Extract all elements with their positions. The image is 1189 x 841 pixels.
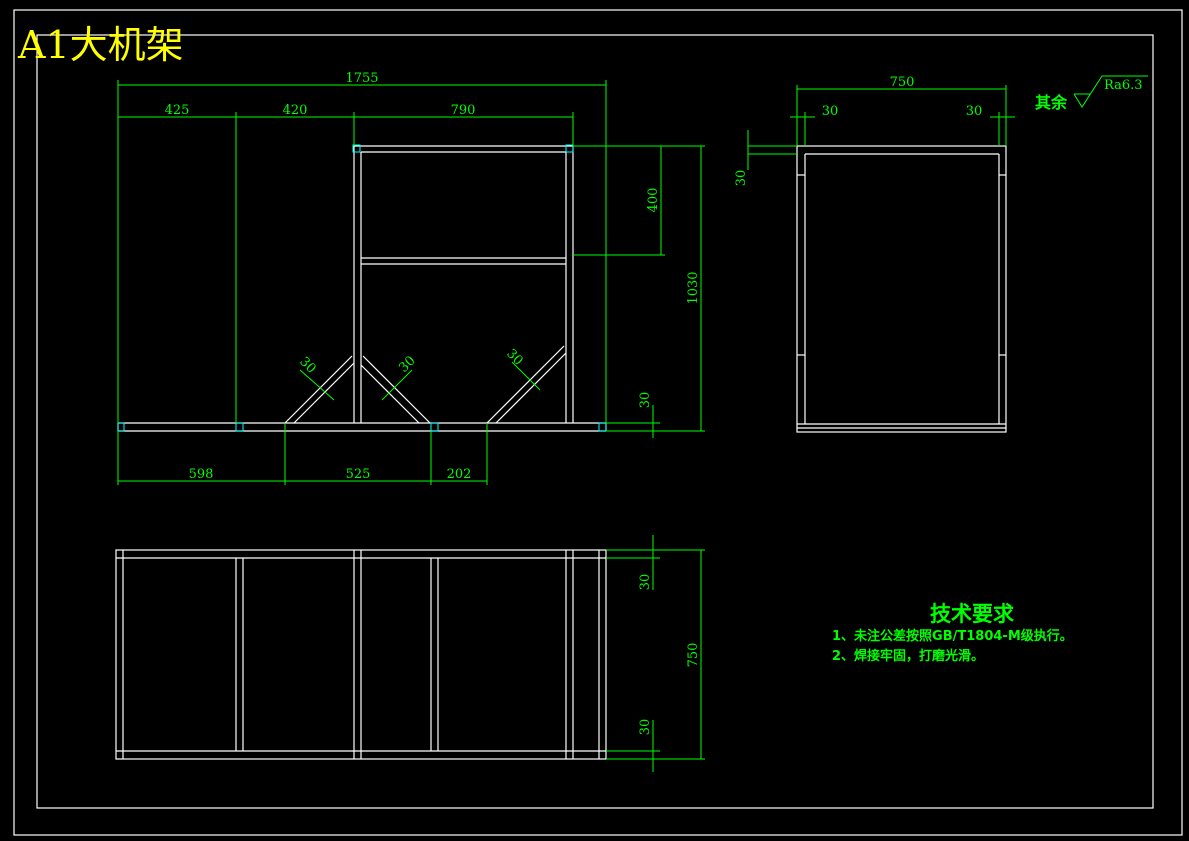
dim-upper-bay: 400	[646, 188, 661, 213]
technical-notes: 技术要求 1、未注公差按照GB/T1804-M级执行。 2、焊接牢固，打磨光滑。	[832, 602, 1073, 664]
joint-marker	[352, 144, 361, 153]
joint-marker	[430, 422, 439, 432]
notes-item-2: 2、焊接牢固，打磨光滑。	[832, 648, 984, 664]
dim-bottom-1: 598	[189, 467, 214, 482]
notes-item-1: 1、未注公差按照GB/T1804-M级执行。	[832, 628, 1073, 644]
dim-brace-1: 30	[296, 354, 318, 376]
dim-top-margin: 30	[638, 574, 653, 591]
joint-marker	[598, 422, 607, 432]
front-view: 1755 425 420 790 400 1030 30 30 30 30 59…	[117, 71, 705, 485]
top-view: 30 750 30	[115, 535, 705, 772]
joint-marker	[565, 144, 574, 153]
roughness-value: Ra6.3	[1104, 78, 1143, 93]
dim-seg-a: 425	[165, 103, 190, 118]
dim-side-top: 30	[734, 170, 749, 187]
dim-base-thickness: 30	[638, 392, 653, 409]
notes-title: 技术要求	[930, 602, 1014, 626]
dim-overall-width: 1755	[345, 71, 378, 86]
dim-seg-c: 790	[451, 103, 476, 118]
outer-border	[13, 9, 1183, 836]
roughness-check-icon	[1073, 75, 1148, 108]
dim-top-depth: 750	[686, 643, 701, 668]
drawing-title: A1大机架	[17, 23, 184, 67]
dim-side-right: 30	[966, 104, 983, 119]
dim-seg-b: 420	[283, 103, 308, 118]
dim-brace-3: 30	[503, 346, 525, 368]
joint-marker	[117, 422, 125, 432]
joint-marker	[235, 422, 244, 432]
roughness-symbol: 其余 Ra6.3	[1035, 75, 1148, 112]
dim-side-width: 750	[890, 75, 915, 90]
dim-brace-2: 30	[396, 353, 418, 375]
dim-bottom-2: 525	[346, 467, 371, 482]
inner-border	[36, 34, 1154, 809]
dim-bottom-margin: 30	[638, 719, 653, 736]
roughness-label: 其余	[1035, 93, 1068, 112]
dim-side-left: 30	[822, 104, 839, 119]
dim-bottom-3: 202	[447, 467, 472, 482]
dim-height: 1030	[686, 271, 701, 304]
side-view: 750 30 30 30	[734, 75, 1015, 433]
